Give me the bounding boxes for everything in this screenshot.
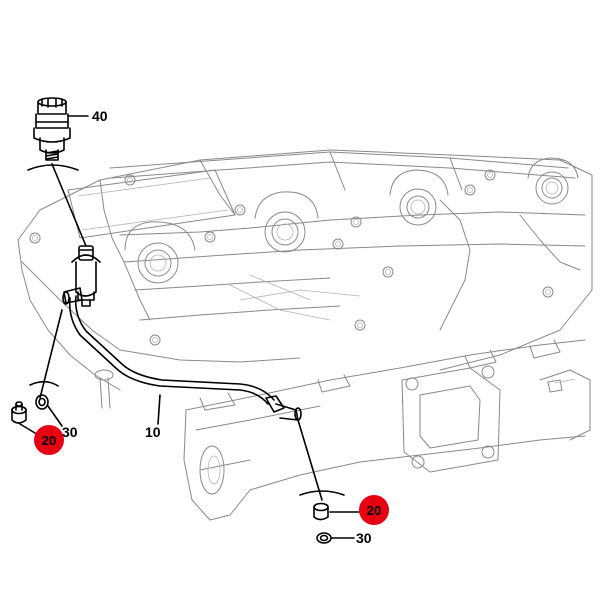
callout-10: 10 [145,424,161,440]
callout-20-right-highlight [359,495,389,525]
callout-20-right: 20 [367,503,381,518]
callout-30-right: 30 [356,530,372,546]
exhaust-manifold [183,339,591,521]
mounted-sensor [71,245,101,307]
right-plug-group [313,502,332,544]
callout-20-left: 20 [42,433,56,448]
callout-40: 40 [92,108,108,124]
callout-20-left-highlight [34,425,64,455]
sensor-part-40 [33,97,71,161]
callouts: 40 30 20 10 20 30 [34,108,389,546]
callout-30-left: 30 [62,424,78,440]
engine-cylinder-head [17,149,593,409]
leader-lines [19,115,361,539]
tube-assembly [62,287,302,421]
left-plug-group [11,394,49,424]
